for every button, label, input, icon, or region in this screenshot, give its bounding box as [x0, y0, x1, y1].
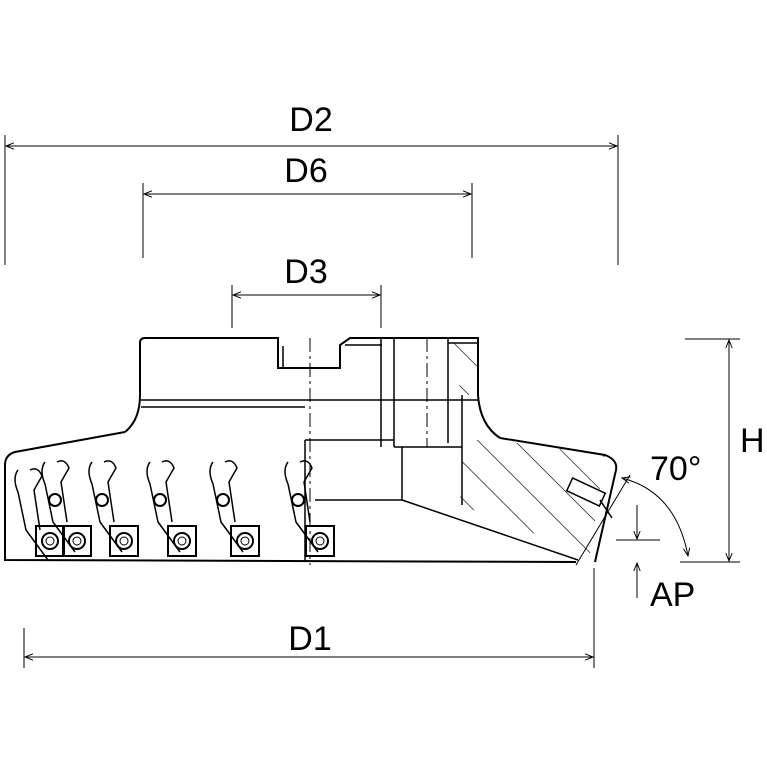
hub-outline — [124, 337, 501, 439]
d3-label: D3 — [284, 253, 327, 291]
section-diagonal — [401, 499, 579, 561]
dimension-d1: D1 — [23, 568, 595, 668]
h-label: H — [740, 422, 765, 460]
d1-label: D1 — [288, 620, 331, 658]
dimension-h: H — [680, 338, 765, 563]
angle-dimension: 70° — [575, 450, 701, 566]
d2-label: D2 — [289, 101, 332, 139]
dimension-d2: D2 — [4, 101, 619, 265]
insert-pocket — [88, 460, 139, 557]
flange-outline — [4, 431, 577, 563]
ap-label: AP — [650, 576, 695, 614]
flange-right-edge — [499, 437, 618, 563]
hatch-lower — [460, 440, 605, 555]
insert-pocket — [284, 460, 335, 557]
insert-pocket — [146, 460, 197, 557]
dimension-d6: D6 — [142, 152, 473, 258]
dimension-d3: D3 — [231, 253, 382, 328]
d6-label: D6 — [284, 152, 327, 190]
dimension-ap: AP — [616, 505, 695, 614]
hatch-upper — [448, 343, 478, 395]
insert-pocket — [41, 460, 92, 557]
angle-label: 70° — [650, 450, 701, 488]
insert-pocket — [14, 468, 65, 561]
screw-body — [565, 477, 607, 507]
screw-tip — [599, 499, 613, 519]
insert-pocket — [209, 460, 260, 557]
angle-arc — [622, 478, 688, 556]
insert-pockets — [14, 460, 335, 561]
insert-screw — [565, 477, 613, 519]
cutter-body — [4, 337, 618, 565]
